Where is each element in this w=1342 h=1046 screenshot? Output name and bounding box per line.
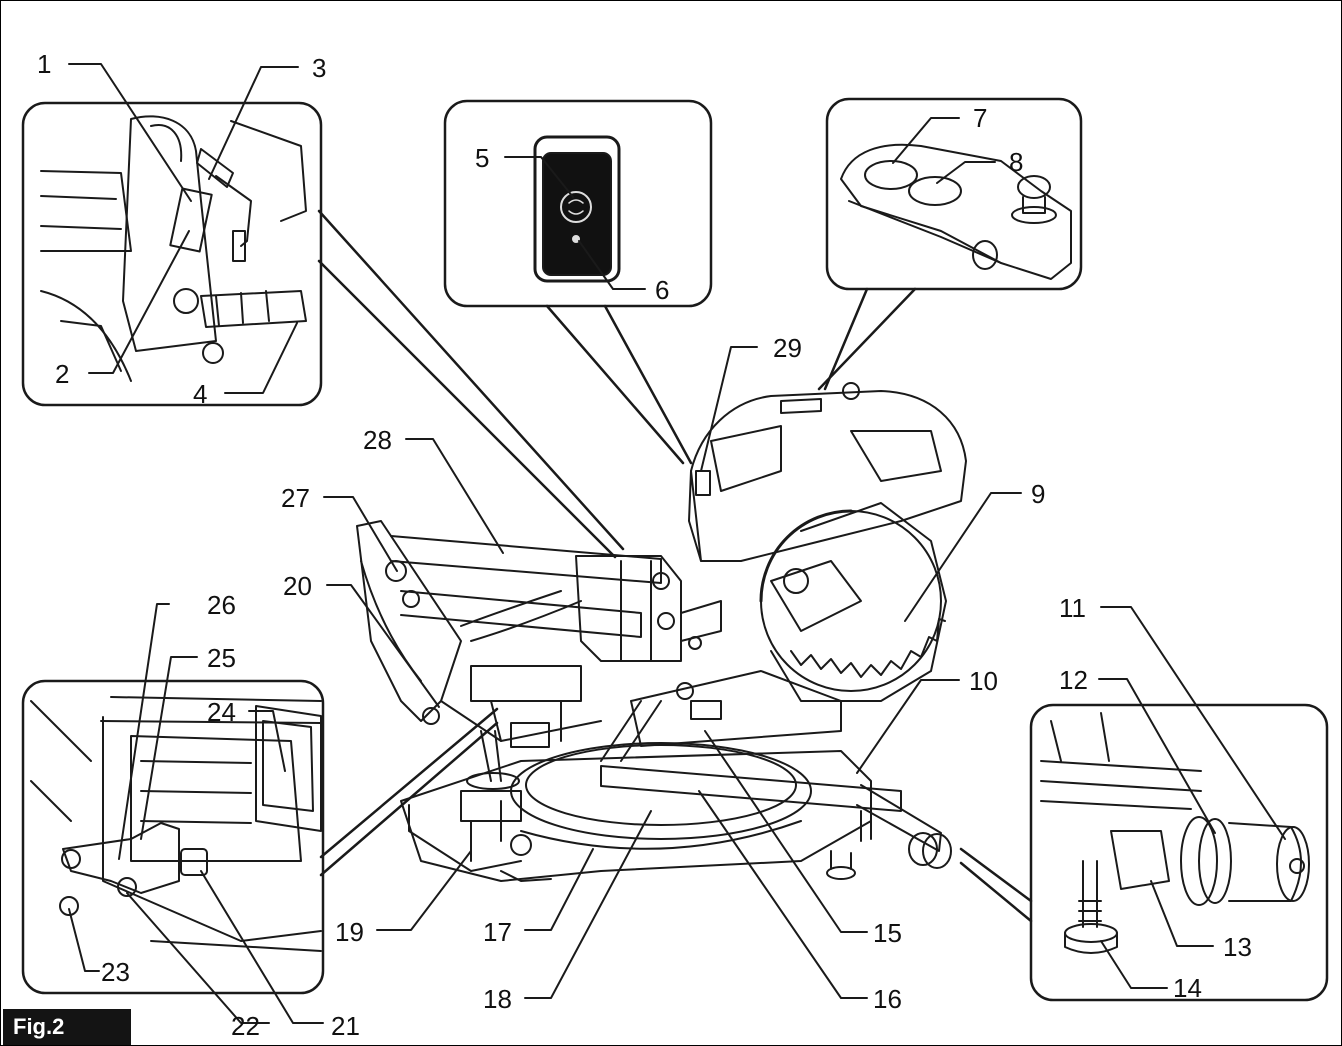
callout-13: 13	[1223, 932, 1252, 962]
callout-4: 4	[193, 379, 207, 409]
handle-buttons-detail	[840, 143, 1072, 280]
callout-11: 11	[1059, 593, 1086, 623]
miter-saw-main	[356, 382, 967, 882]
callout-21: 21	[331, 1011, 360, 1041]
callout-12: 12	[1059, 665, 1088, 695]
callout-27: 27	[281, 483, 310, 513]
figure-label: Fig.2	[3, 1009, 131, 1045]
inset-box-grip	[1029, 703, 1329, 1002]
callout-24: 24	[207, 697, 236, 727]
callout-5: 5	[475, 143, 489, 173]
callout-10: 10	[969, 666, 998, 696]
callout-7: 7	[973, 103, 987, 133]
inset-box-base-lock	[21, 679, 325, 995]
callout-2: 2	[55, 359, 69, 389]
callout-1: 1	[37, 49, 51, 79]
inset-box-bevel-lock	[21, 101, 323, 407]
callout-25: 25	[207, 643, 236, 673]
callout-15: 15	[873, 918, 902, 948]
callout-19: 19	[335, 917, 364, 947]
callout-18: 18	[483, 984, 512, 1014]
callout-26: 26	[207, 590, 236, 620]
blade-teeth	[790, 618, 946, 678]
callout-numbers: 1 2 3 4 5 6 7 8 9 10 11 12 13 14 15 16 1…	[37, 49, 1252, 1041]
inset-box-display	[443, 99, 713, 308]
callout-28: 28	[363, 425, 392, 455]
callout-leaders	[68, 63, 1286, 1024]
slide-rail-upper	[390, 535, 662, 584]
inset-box-handle-buttons	[825, 97, 1083, 291]
saw-base	[400, 750, 872, 882]
grip-detail	[1040, 712, 1310, 954]
callout-22: 22	[231, 1011, 260, 1041]
callout-8: 8	[1009, 147, 1023, 177]
callout-3: 3	[312, 53, 326, 83]
slide-rail-lower	[400, 590, 642, 638]
callout-29: 29	[773, 333, 802, 363]
display-detail	[533, 135, 621, 283]
callout-16: 16	[873, 984, 902, 1014]
callout-6: 6	[655, 275, 669, 305]
callout-20: 20	[283, 571, 312, 601]
bevel-lock-detail	[40, 115, 307, 382]
callout-23: 23	[101, 957, 130, 987]
inset-pointer-lines	[317, 209, 1033, 923]
upper-handle	[688, 390, 967, 562]
callout-14: 14	[1173, 973, 1202, 1003]
callout-17: 17	[483, 917, 512, 947]
callout-9: 9	[1031, 479, 1045, 509]
